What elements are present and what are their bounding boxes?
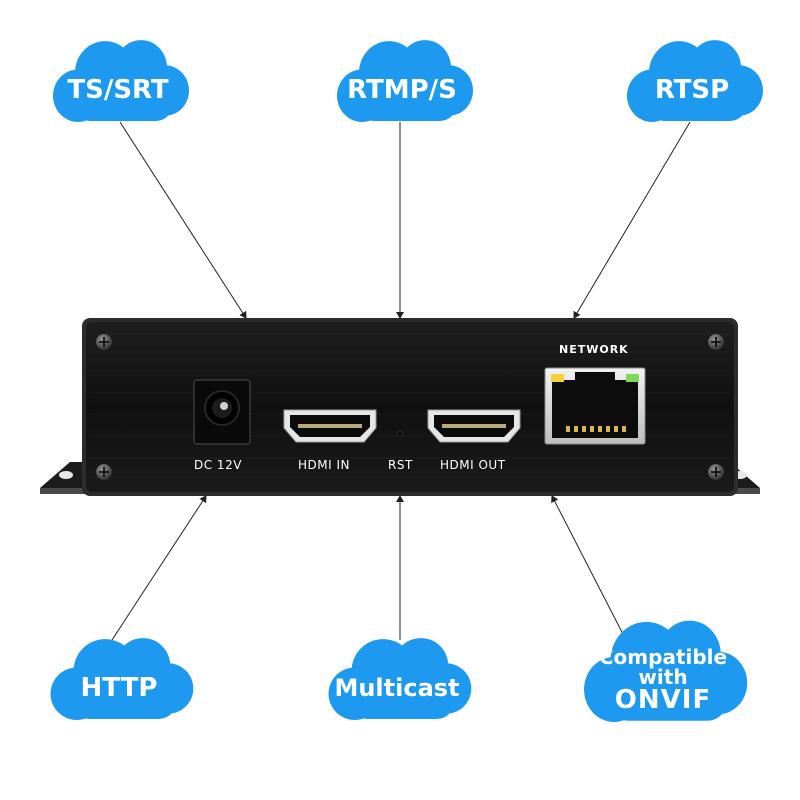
arrow-http (111, 495, 207, 641)
screw-icon (96, 464, 112, 480)
port-label-hdmi-in: HDMI IN (298, 458, 350, 472)
port-label-rst: RST (388, 458, 413, 472)
hdmi-in-port (283, 409, 377, 443)
port-label-network: NETWORK (559, 343, 629, 356)
cloud-rtmp-s (337, 40, 473, 122)
cloud-onvif (584, 620, 748, 722)
screws (96, 334, 724, 480)
screw-icon (708, 464, 724, 480)
dc-power-jack (193, 379, 251, 445)
screw-icon (96, 334, 112, 350)
device-front-panel (82, 318, 738, 496)
cloud-multicast (328, 638, 472, 720)
ethernet-port (544, 367, 646, 445)
cloud-ts-srt (53, 40, 189, 122)
cloud-http (50, 638, 194, 720)
cloud-rtsp (627, 40, 763, 122)
link-led-icon (551, 374, 564, 382)
port-label-dc: DC 12V (194, 458, 242, 472)
arrow-ts-srt (119, 121, 247, 319)
reset-pinhole (397, 431, 403, 437)
port-label-hdmi-out: HDMI OUT (440, 458, 506, 472)
activity-led-icon (626, 374, 639, 382)
arrow-onvif (551, 495, 627, 641)
connector-arrows (111, 121, 691, 641)
arrow-rtsp (573, 121, 691, 319)
hdmi-out-port (427, 409, 521, 443)
screw-icon (708, 334, 724, 350)
